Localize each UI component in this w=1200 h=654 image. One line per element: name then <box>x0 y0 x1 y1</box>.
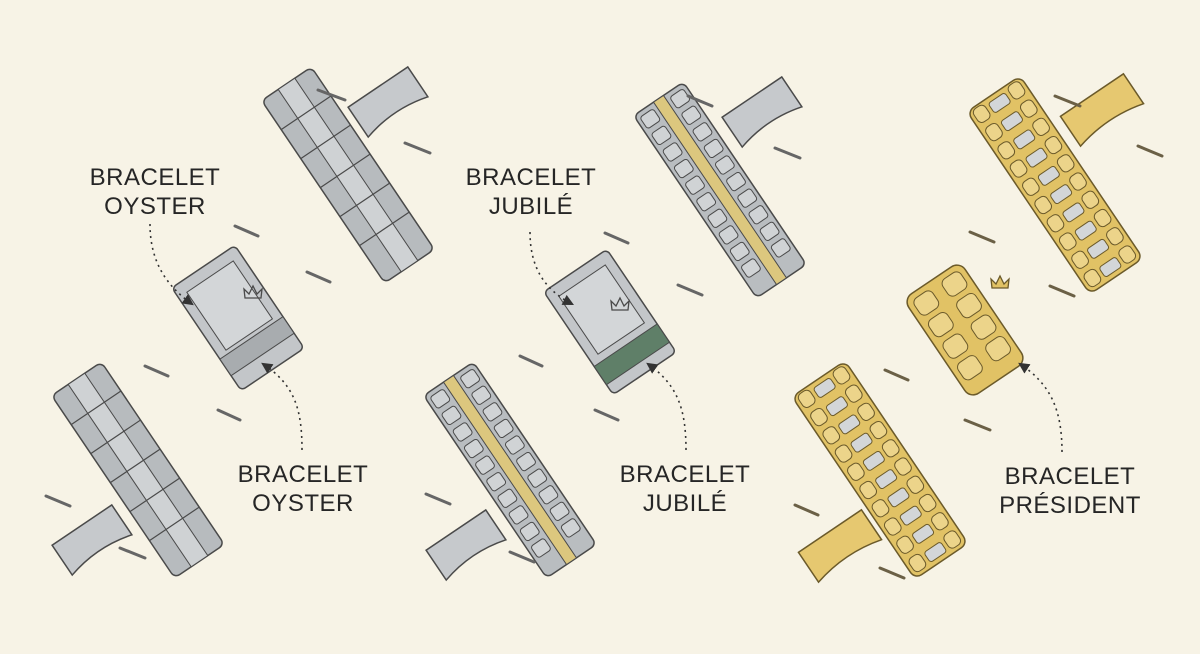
label-jubile-bottom-line1: BRACELET <box>619 461 751 488</box>
jubile-bottom-arrow <box>646 362 687 451</box>
label-jubile-bottom-line2: JUBILÉ <box>642 490 728 517</box>
oyster-bracelet <box>44 65 433 577</box>
president-spring-bars <box>793 94 1164 580</box>
label-president: BRACELET PRÉSIDENT <box>990 462 1150 520</box>
crown-logo-icon <box>610 296 630 311</box>
oyster-upper-links <box>263 68 433 282</box>
crown-logo-icon <box>990 274 1010 289</box>
label-oyster-bottom: BRACELET OYSTER <box>228 460 378 518</box>
oyster-end-link-bottom <box>51 503 134 577</box>
jubile-lower-links <box>425 363 595 577</box>
label-oyster-bottom-line1: BRACELET <box>237 461 369 488</box>
oyster-bottom-arrow <box>261 362 303 451</box>
president-lower-links <box>794 363 966 577</box>
crown-logo-icon <box>243 284 263 299</box>
label-oyster-top: BRACELET OYSTER <box>80 163 230 221</box>
label-oyster-top-line2: OYSTER <box>104 193 206 220</box>
jubile-spring-bars <box>424 94 802 564</box>
label-oyster-top-line1: BRACELET <box>89 164 221 191</box>
jubile-end-link-bottom <box>425 508 508 582</box>
oyster-end-link-top <box>347 65 430 139</box>
label-president-line2: PRÉSIDENT <box>999 492 1141 519</box>
president-arrow <box>1018 362 1063 453</box>
oyster-spring-bars <box>44 88 432 560</box>
label-president-line1: BRACELET <box>1004 463 1136 490</box>
president-upper-links <box>969 78 1141 292</box>
jubile-end-link-top <box>721 75 804 149</box>
label-jubile-top-line2: JUBILÉ <box>488 193 574 220</box>
label-jubile-top-line1: BRACELET <box>465 164 597 191</box>
president-clasp-section <box>906 264 1024 396</box>
jubile-bracelet <box>424 75 805 582</box>
president-bracelet <box>793 72 1164 584</box>
jubile-upper-links <box>635 83 805 297</box>
label-oyster-bottom-line2: OYSTER <box>252 490 354 517</box>
oyster-clasp <box>173 246 303 390</box>
oyster-lower-links <box>53 363 223 577</box>
jubile-top-arrow <box>529 231 574 306</box>
president-end-link-bottom <box>797 508 883 584</box>
oyster-top-arrow <box>149 223 194 306</box>
jubile-clasp <box>545 250 675 394</box>
label-jubile-bottom: BRACELET JUBILÉ <box>610 460 760 518</box>
president-end-link-top <box>1059 72 1145 148</box>
label-jubile-top: BRACELET JUBILÉ <box>456 163 606 221</box>
callout-arrows <box>149 223 1063 453</box>
